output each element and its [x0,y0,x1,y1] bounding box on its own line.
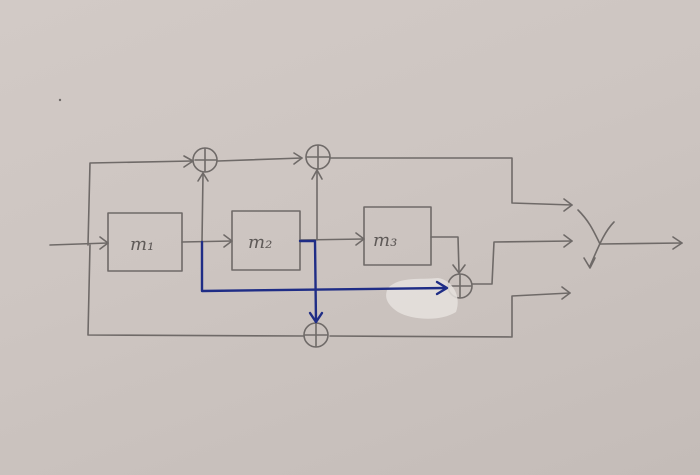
arrow-m1-m2 [181,234,233,248]
block-m1-label: m₁ [130,234,154,255]
summing-junction-1 [192,147,218,173]
arrow-m3-junction-4 [430,236,466,274]
block-m2-label: m₂ [248,232,272,253]
output-switch [577,209,683,269]
summing-junction-3 [303,322,329,348]
block-m2: m₂ [231,210,301,271]
block-m1: m₁ [107,212,183,272]
input-arrow [49,236,109,250]
middle-output-path [471,234,573,285]
bottom-feedforward-path [87,244,571,338]
block-m3-label: m₃ [373,230,397,251]
feedback-riser-2 [311,169,323,241]
erasure-smudge [386,278,458,319]
blue-ink-path [200,239,449,324]
top-feedforward-path [87,152,573,246]
paper-speck [58,98,62,102]
feedback-riser-1 [197,172,209,243]
summing-junction-2 [305,144,331,170]
block-m3: m₃ [363,206,432,266]
arrow-m2-m3 [299,232,365,246]
